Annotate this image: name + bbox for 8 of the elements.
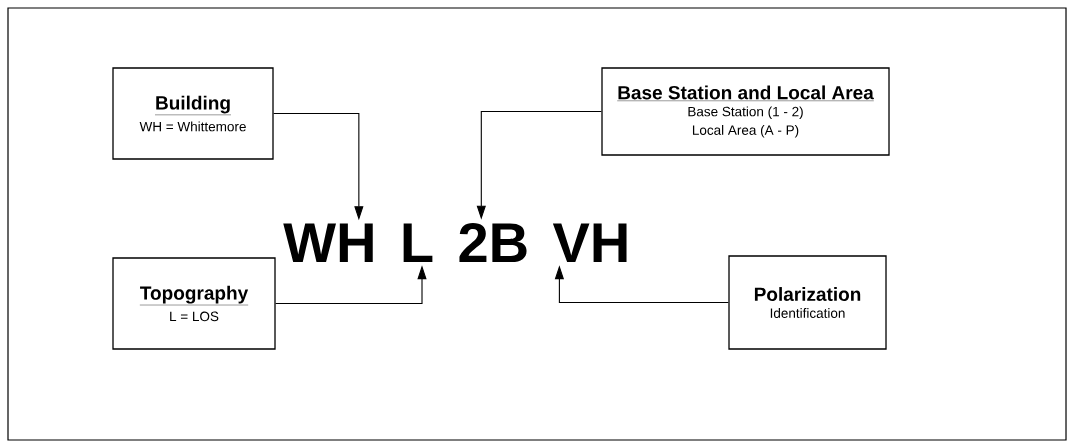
- label-box: Building WH = Whittemore: [112, 67, 274, 160]
- code-part: 2B: [459, 222, 527, 262]
- code-part: VH: [552, 223, 627, 262]
- label-box: Polarization Identification: [728, 255, 887, 350]
- code-part: WH: [283, 223, 373, 262]
- code-part: L: [403, 223, 433, 262]
- label-box: Base Station and Local Area Base Station (1 - 2) Local Area (A - P): [601, 67, 890, 156]
- label-box: Topography L = LOS: [112, 257, 276, 350]
